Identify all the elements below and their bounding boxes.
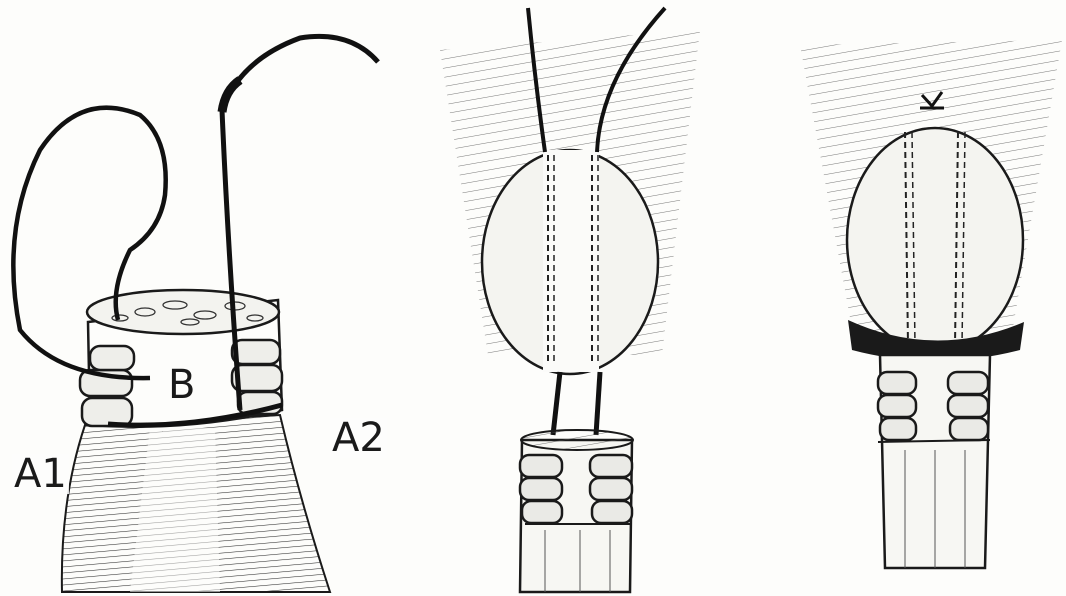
panel-1-tendon-stump [13,36,378,592]
graft-oval-3 [847,128,1023,352]
label-b: B [166,365,197,405]
panel-2-graft-insertion [440,8,700,592]
label-a2: A2 [330,418,387,458]
label-a1: A1 [12,454,69,494]
panel-3-completed-repair [800,40,1062,568]
